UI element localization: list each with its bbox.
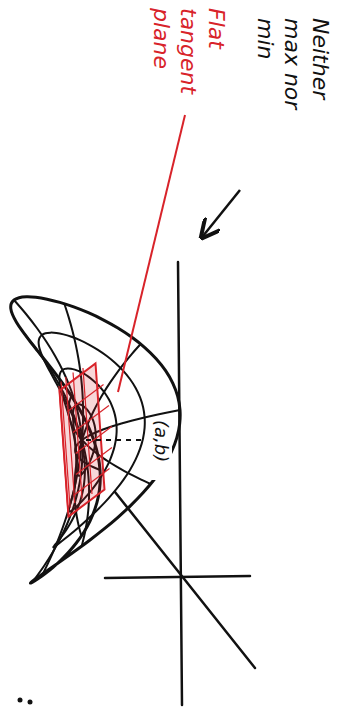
callout-note: Flat tangent plane [148, 8, 231, 108]
dot [18, 698, 23, 703]
mesh-line [11, 297, 180, 583]
callout-note: Neither max nor min [252, 18, 335, 118]
plane-hatch [73, 406, 109, 433]
plane-hatch [66, 377, 75, 503]
saddle-surface [11, 297, 180, 583]
plane-hatch [61, 382, 70, 508]
leader-line [118, 115, 185, 392]
tangent-plane [59, 364, 112, 517]
plane-hatch [73, 373, 82, 499]
pointer-arrow [203, 190, 240, 236]
plane-hatch [74, 469, 110, 496]
plane-hatch [59, 386, 68, 512]
axes [105, 262, 255, 705]
plane-hatch [83, 368, 92, 494]
point-label: (a,b) [150, 420, 173, 480]
dashed-drop-line [86, 439, 146, 441]
dot [28, 700, 33, 705]
